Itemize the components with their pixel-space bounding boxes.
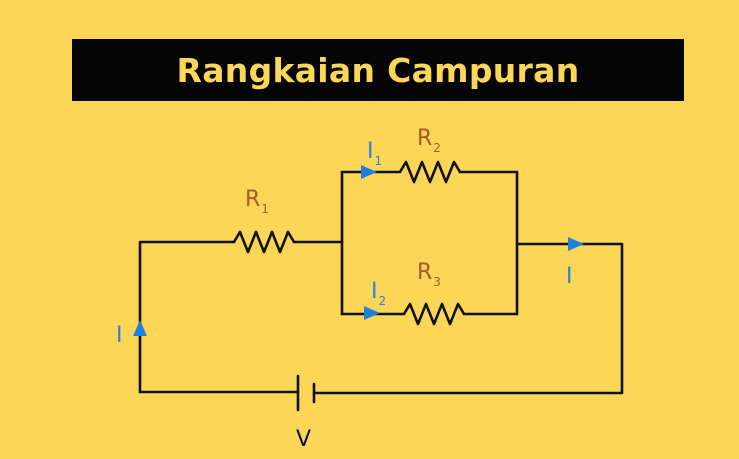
label-r2: R2 bbox=[417, 126, 441, 155]
label-i1: I1 bbox=[367, 139, 382, 168]
current-arrow-top-icon bbox=[361, 165, 377, 179]
title-bar: Rangkaian Campuran bbox=[72, 39, 684, 101]
wire-left bbox=[138, 240, 236, 394]
current-arrow-left-icon bbox=[133, 320, 147, 336]
current-arrow-right-icon bbox=[568, 237, 584, 251]
label-r3: R3 bbox=[417, 260, 441, 289]
resistor-r1 bbox=[232, 230, 296, 254]
label-r1: R1 bbox=[245, 187, 269, 216]
label-i2: I2 bbox=[371, 279, 386, 308]
label-i-right: I bbox=[566, 264, 573, 289]
diagram-title: Rangkaian Campuran bbox=[176, 50, 580, 90]
current-arrow-bottom-icon bbox=[364, 306, 380, 320]
label-i-left: I bbox=[116, 323, 123, 348]
resistor-r3 bbox=[402, 302, 466, 326]
label-v: V bbox=[296, 427, 311, 452]
wire-right bbox=[312, 242, 624, 395]
resistor-r2 bbox=[398, 160, 462, 184]
